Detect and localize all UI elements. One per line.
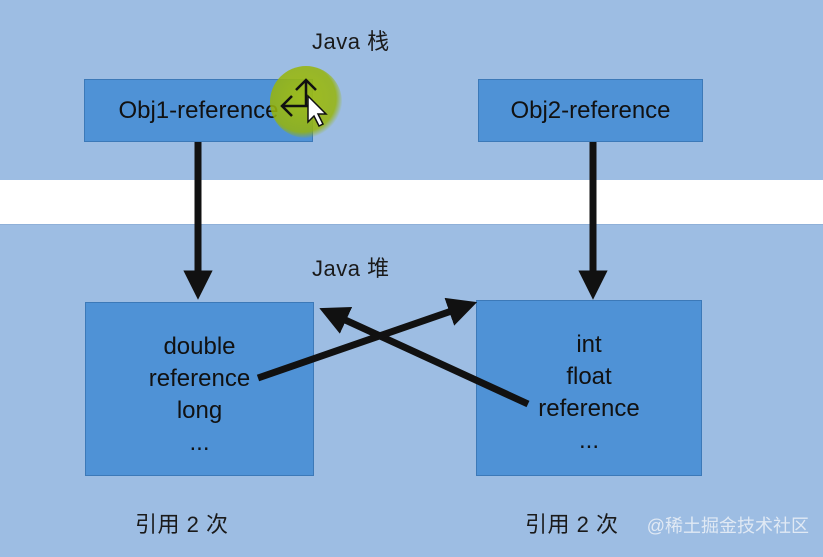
stack-title: Java 栈 — [312, 29, 390, 54]
object2-ref-count: 引用 2 次 — [525, 512, 619, 537]
object2-box: int float reference ... — [476, 300, 702, 476]
object1-box: double reference long ... — [85, 302, 314, 476]
heap-title: Java 堆 — [312, 256, 390, 281]
object1-ref-count: 引用 2 次 — [135, 512, 229, 537]
object2-field: float — [566, 363, 612, 390]
obj2-reference-label: Obj2-reference — [510, 96, 671, 124]
object2-field: ... — [578, 427, 599, 454]
object1-field: ... — [189, 429, 210, 456]
watermark: @稀土掘金技术社区 — [646, 516, 809, 536]
object1-field: reference — [148, 365, 251, 392]
obj2-reference-box: Obj2-reference — [478, 79, 703, 142]
object1-field: double — [163, 333, 236, 360]
stack-heap-divider — [0, 180, 823, 224]
object2-field: int — [576, 331, 602, 358]
object1-field: long — [176, 397, 223, 424]
obj1-reference-label: Obj1-reference — [118, 96, 279, 124]
object2-field: reference — [538, 395, 640, 422]
move-cursor-icon — [270, 66, 342, 138]
